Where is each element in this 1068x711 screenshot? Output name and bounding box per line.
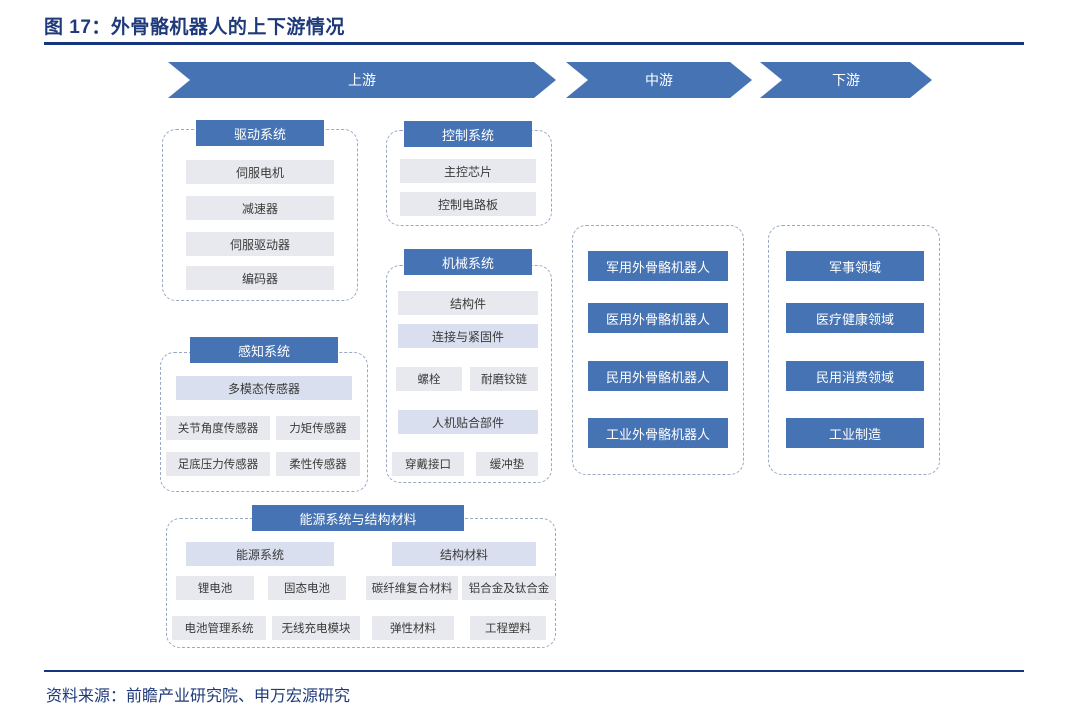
chip-materials-1: 铝合金及钛合金	[462, 576, 556, 600]
chip-perception-lead: 多模态传感器	[176, 376, 352, 400]
chip-mechanical-fastening: 连接与紧固件	[398, 324, 538, 348]
chip-materials-2: 弹性材料	[372, 616, 454, 640]
header-control-system: 控制系统	[404, 121, 532, 147]
chip-perception-1: 力矩传感器	[276, 416, 360, 440]
chip-control-0: 主控芯片	[400, 159, 536, 183]
source-divider	[44, 670, 1024, 672]
midstream-item-1: 医用外骨骼机器人	[588, 303, 728, 333]
chip-mechanical-structure: 结构件	[398, 291, 538, 315]
header-energy-materials: 能源系统与结构材料	[252, 505, 464, 531]
chip-drive-2: 伺服驱动器	[186, 232, 334, 256]
downstream-item-2: 民用消费领域	[786, 361, 924, 391]
chip-materials-sub: 结构材料	[392, 542, 536, 566]
chip-materials-0: 碳纤维复合材料	[366, 576, 458, 600]
chip-energy-sub: 能源系统	[186, 542, 334, 566]
chip-energy-2: 电池管理系统	[172, 616, 266, 640]
midstream-item-0: 军用外骨骼机器人	[588, 251, 728, 281]
header-mechanical-system: 机械系统	[404, 249, 532, 275]
chip-fastening-0: 螺栓	[396, 367, 462, 391]
chip-drive-1: 减速器	[186, 196, 334, 220]
source-text: 资料来源：前瞻产业研究院、申万宏源研究	[46, 688, 351, 705]
chip-fastening-1: 耐磨铰链	[470, 367, 538, 391]
chip-drive-0: 伺服电机	[186, 160, 334, 184]
chip-control-1: 控制电路板	[400, 192, 536, 216]
downstream-item-1: 医疗健康领域	[786, 303, 924, 333]
header-perception-system: 感知系统	[190, 337, 338, 363]
chip-mechanical-fitting: 人机贴合部件	[398, 410, 538, 434]
title-divider	[44, 42, 1024, 45]
header-drive-system: 驱动系统	[196, 120, 324, 146]
chip-fitting-0: 穿戴接口	[392, 452, 464, 476]
chip-fitting-1: 缓冲垫	[476, 452, 538, 476]
chip-energy-0: 锂电池	[176, 576, 254, 600]
midstream-item-3: 工业外骨骼机器人	[588, 418, 728, 448]
midstream-item-2: 民用外骨骼机器人	[588, 361, 728, 391]
chip-perception-2: 足底压力传感器	[166, 452, 270, 476]
chip-energy-1: 固态电池	[268, 576, 346, 600]
page-title: 图 17：外骨骼机器人的上下游情况	[44, 17, 345, 38]
downstream-item-0: 军事领域	[786, 251, 924, 281]
chip-perception-0: 关节角度传感器	[166, 416, 270, 440]
chip-perception-3: 柔性传感器	[276, 452, 360, 476]
downstream-item-3: 工业制造	[786, 418, 924, 448]
chip-drive-3: 编码器	[186, 266, 334, 290]
banner-downstream: 下游	[760, 62, 932, 98]
banner-midstream: 中游	[566, 62, 752, 98]
chip-materials-3: 工程塑料	[470, 616, 546, 640]
chip-energy-3: 无线充电模块	[272, 616, 360, 640]
banner-upstream: 上游	[168, 62, 556, 98]
